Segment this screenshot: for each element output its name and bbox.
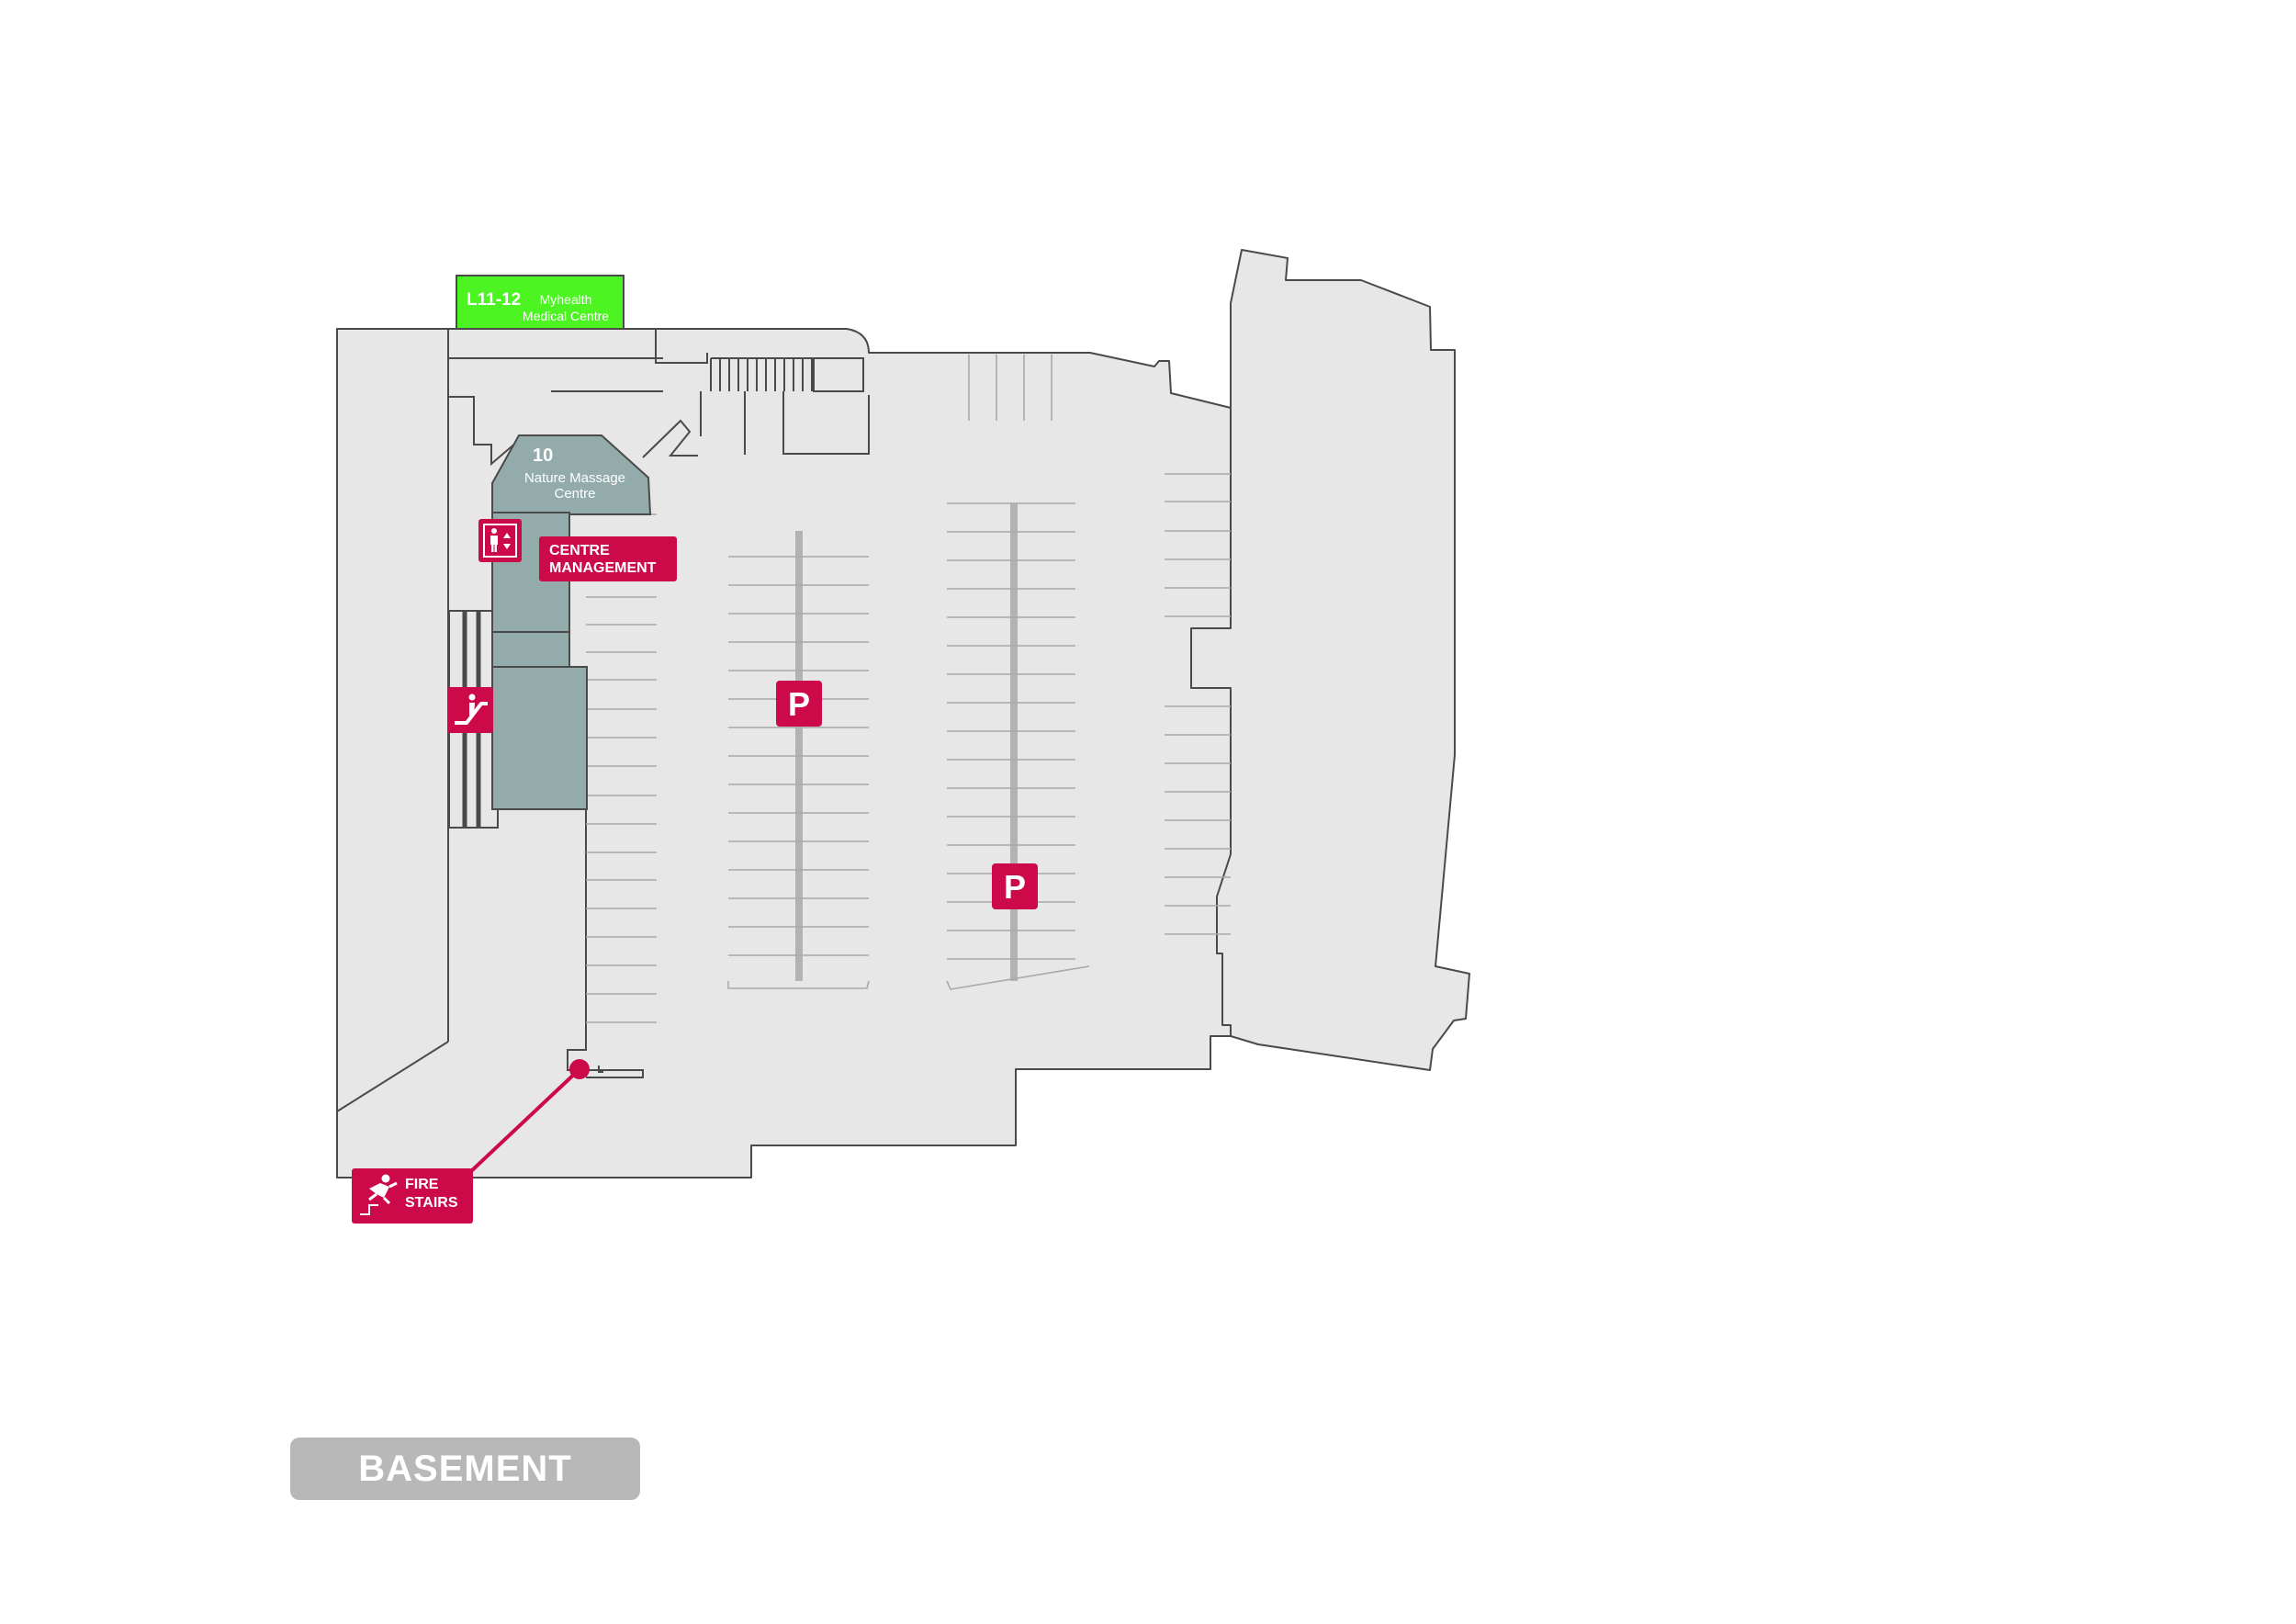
centre-management-line2: MANAGEMENT (549, 560, 657, 576)
fire-stairs-line2: STAIRS (405, 1195, 458, 1211)
bay-column-d (1165, 473, 1231, 935)
parking-icon[interactable]: P (776, 681, 822, 727)
bay-top (968, 355, 1052, 421)
stair-treads (710, 358, 813, 391)
tenant-10-name-line1: Nature Massage (524, 470, 625, 486)
level-badge: BASEMENT (290, 1438, 640, 1500)
tenant-L11-12-name-line2: Medical Centre (523, 309, 609, 323)
tenant-L11-12-shape[interactable] (456, 275, 625, 330)
parking-bays (577, 355, 1231, 1023)
tenant-10-code: 10 (533, 445, 553, 466)
parking-icon-b-label: P (1004, 868, 1026, 906)
bay-column-b (727, 556, 870, 989)
service-room (491, 631, 570, 668)
parking-icon[interactable]: P (992, 863, 1038, 909)
fire-stairs-marker[interactable]: FIRE STAIRS (352, 1059, 590, 1224)
escalator-icon[interactable] (447, 687, 493, 733)
parking-icon-a-label: P (788, 685, 810, 723)
tenant-10[interactable]: 10 Nature Massage Centre (491, 434, 652, 810)
lift-icon[interactable] (478, 519, 522, 562)
tenant-10-name-line2: Centre (554, 486, 595, 502)
tenant-L11-12-name-line1: Myhealth (540, 292, 592, 307)
tenant-L11-12-code: L11-12 (467, 290, 521, 310)
centre-management-line1: CENTRE (549, 543, 610, 558)
back-of-house (491, 666, 588, 810)
fire-stairs-line1: FIRE (405, 1177, 439, 1192)
fire-stairs-icon (360, 1174, 398, 1215)
bay-column-a (577, 513, 657, 1023)
east-wing (1190, 249, 1470, 1071)
tenant-L11-12[interactable]: L11-12 Myhealth Medical Centre (456, 275, 625, 330)
centre-management-label[interactable]: CENTRE MANAGEMENT (539, 536, 677, 581)
